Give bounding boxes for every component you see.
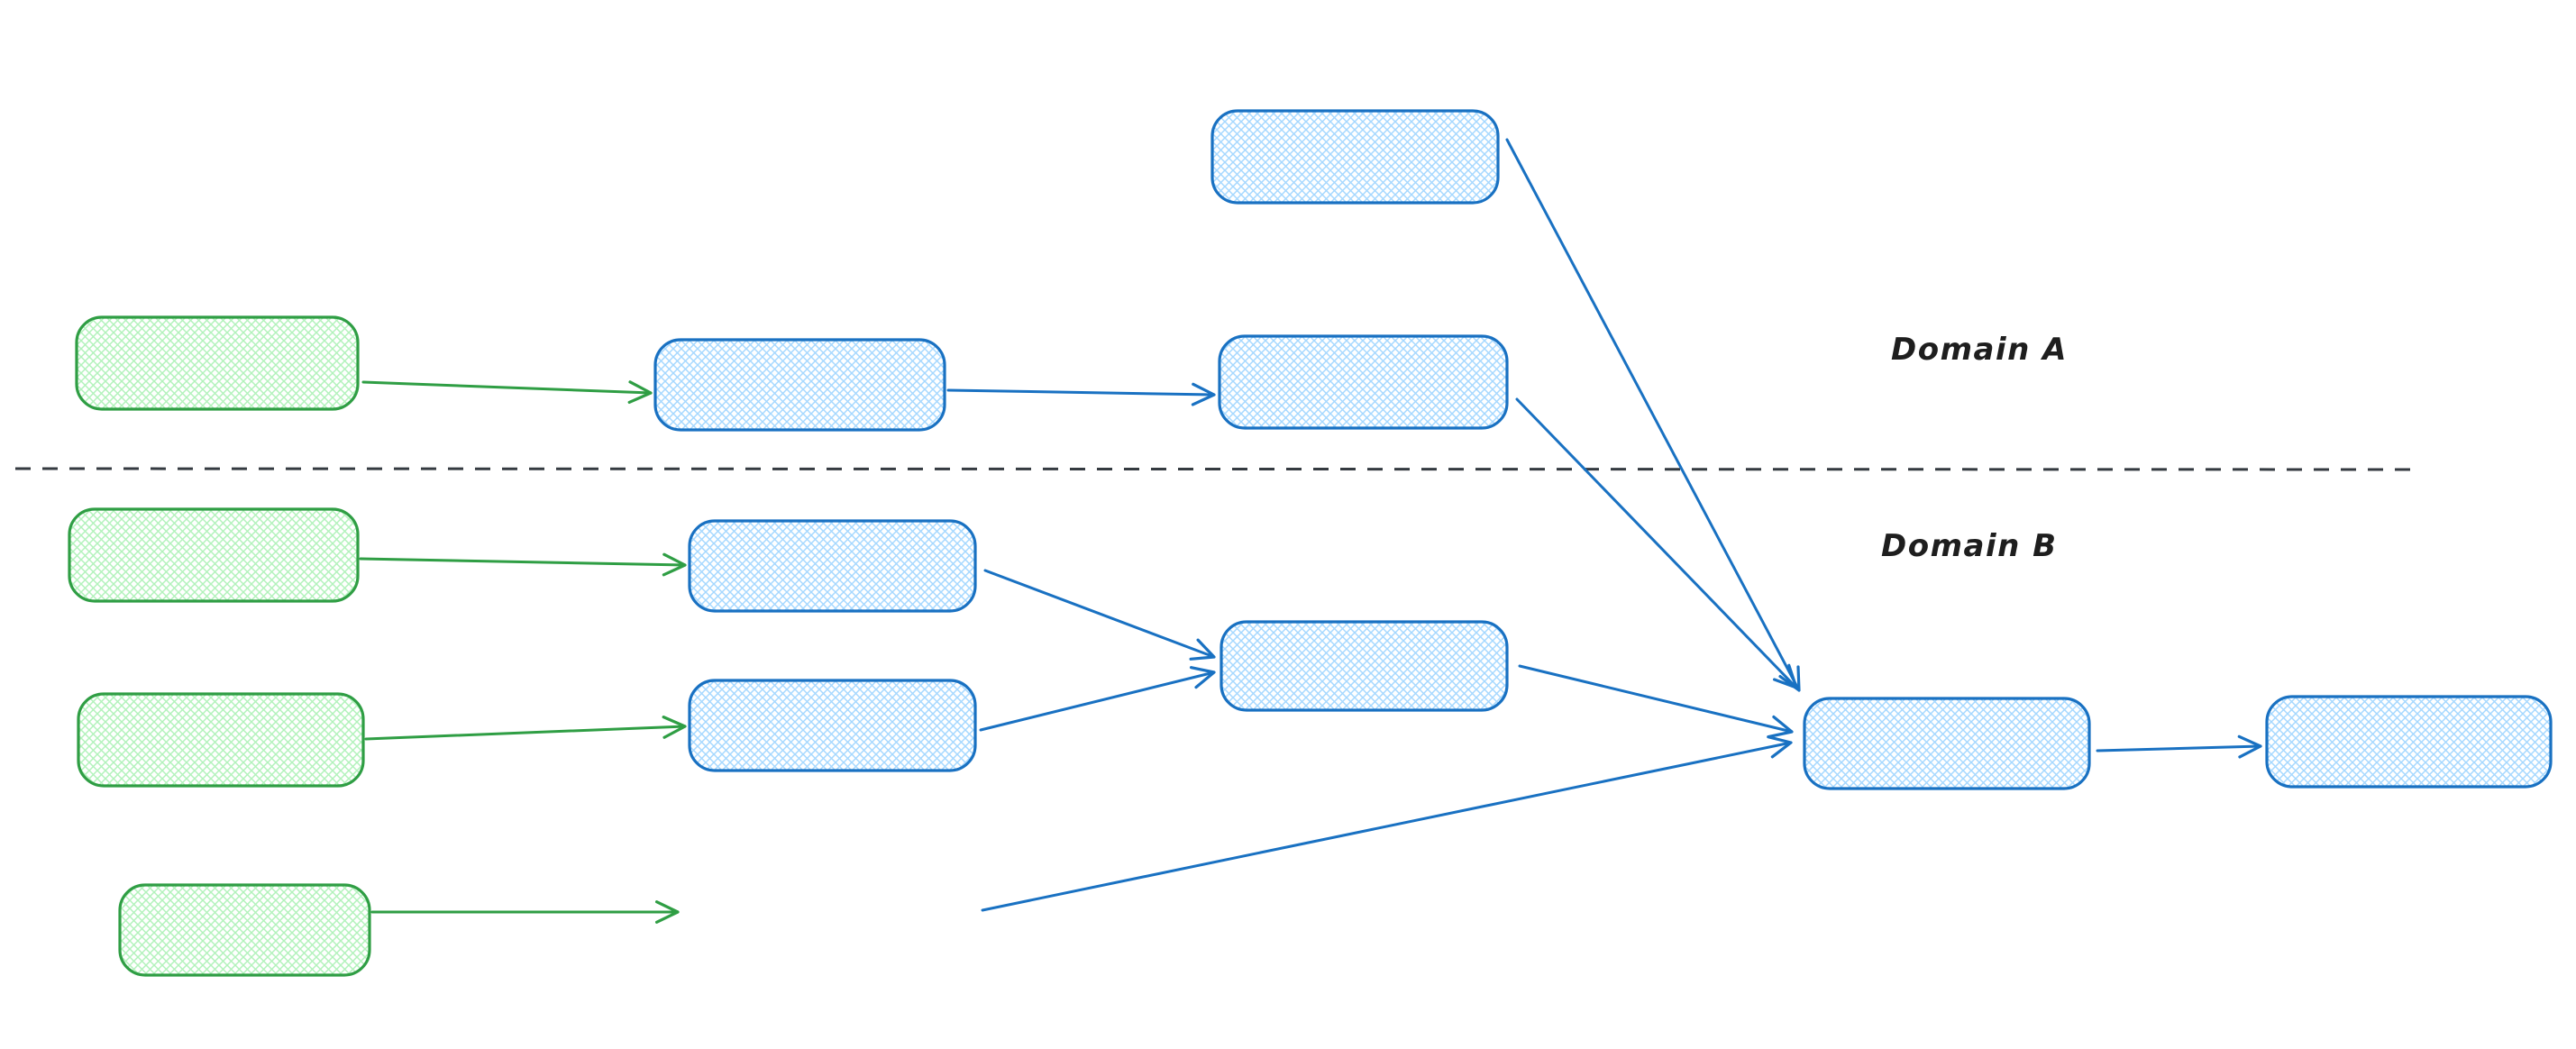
arrowhead-green-source-b1-to-domain-b-step1 xyxy=(662,552,687,577)
domain-divider-dashed-line xyxy=(14,467,2415,471)
node-green-source-b1[interactable] xyxy=(68,507,360,603)
domain-b-label: Domain B xyxy=(1881,528,2058,564)
edge-green-source-b1-to-domain-b-step1 xyxy=(359,557,687,567)
edge-green-source-a-to-domain-a-step1 xyxy=(361,380,653,395)
arrowhead-green-source-b2-to-domain-b-step2 xyxy=(662,716,687,739)
edge-domain-a-step2-to-merge-right xyxy=(1515,397,1798,689)
node-blue-merge-right[interactable] xyxy=(1803,697,2091,790)
edge-domain-b-step2-to-merge-mid xyxy=(979,670,1216,732)
arrowhead-domain-a-step1-to-step2 xyxy=(1191,382,1216,406)
node-blue-domain-a-step2[interactable] xyxy=(1218,334,1509,430)
node-blue-domain-b-step1[interactable] xyxy=(688,519,977,613)
node-blue-domain-a-step1[interactable] xyxy=(653,338,946,432)
node-green-source-b2[interactable] xyxy=(77,692,365,788)
edge-domain-b-step1-to-merge-mid xyxy=(983,569,1216,659)
edge-domain-b-step3-to-merge-right xyxy=(981,741,1793,912)
edge-merge-right-to-final xyxy=(2096,744,2262,753)
edge-merge-mid-to-merge-right xyxy=(1518,664,1794,734)
arrowhead-merge-right-to-final xyxy=(2237,734,2262,759)
node-blue-merge-mid[interactable] xyxy=(1219,620,1509,712)
arrowhead-green-source-b3-to-domain-b-step3 xyxy=(654,900,680,924)
node-green-source-b3[interactable] xyxy=(118,883,371,977)
node-blue-top-node[interactable] xyxy=(1210,109,1500,205)
arrowhead-domain-b-step3-to-merge-right xyxy=(1767,735,1793,759)
edge-green-source-b2-to-domain-b-step2 xyxy=(364,725,687,741)
arrowhead-top-node-to-merge-right xyxy=(1778,665,1801,692)
edge-top-node-to-merge-right xyxy=(1505,138,1801,692)
arrowhead-domain-b-step2-to-merge-mid xyxy=(1189,666,1216,689)
arrowhead-green-source-a-to-domain-a-step1 xyxy=(627,380,653,405)
node-blue-domain-b-step2[interactable] xyxy=(688,679,977,772)
edge-domain-a-step1-to-step2 xyxy=(946,388,1216,397)
node-blue-final-node[interactable] xyxy=(2265,695,2553,789)
domain-a-label: Domain A xyxy=(1891,332,2068,368)
arrowhead-domain-a-step2-to-merge-right xyxy=(1772,663,1798,689)
node-green-source-a[interactable] xyxy=(75,315,360,411)
arrowhead-domain-b-step1-to-merge-mid xyxy=(1189,638,1216,661)
arrowhead-merge-mid-to-merge-right xyxy=(1767,715,1794,739)
